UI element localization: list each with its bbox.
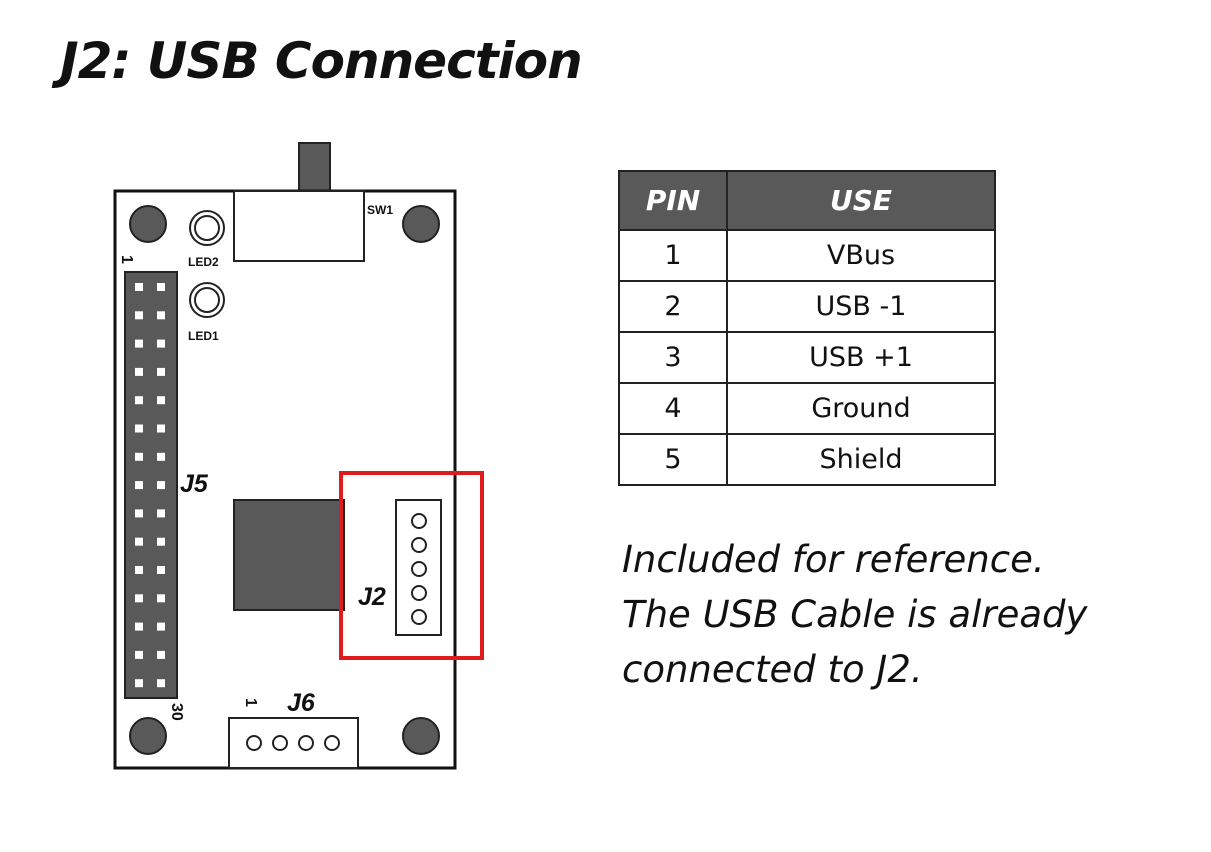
j2-pin: [411, 513, 427, 529]
note-line-3: connected to J2.: [622, 648, 923, 691]
j6-pins: [246, 735, 340, 751]
j5-pin: [157, 509, 165, 518]
j5-pin: [157, 424, 165, 433]
j5-pin: [157, 283, 165, 291]
j5-header: [124, 271, 178, 699]
j5-pin: [135, 452, 143, 461]
j2-pins: [411, 513, 427, 625]
table-row: 5 Shield: [618, 433, 996, 486]
note-line-1: Included for reference.: [622, 538, 1045, 581]
j5-pin: [135, 509, 143, 518]
pin-number: 1: [618, 229, 728, 282]
j5-pin: [135, 679, 143, 688]
j6-pin1-label: 1: [242, 698, 259, 707]
j5-pin: [135, 650, 143, 659]
table-row: 3 USB +1: [618, 331, 996, 384]
pin-table-header-row: PIN USE: [618, 170, 996, 231]
j5-pin: [157, 679, 165, 688]
led1: [189, 282, 225, 318]
j6-pin: [246, 735, 262, 751]
j5-pin: [157, 566, 165, 574]
cable: [298, 142, 331, 192]
pin-use: Ground: [726, 382, 996, 435]
page-title: J2: USB Connection: [60, 32, 583, 90]
led1-label: LED1: [188, 329, 219, 343]
j5-pin: [157, 339, 165, 348]
j5-pin: [157, 367, 165, 376]
j5-pin: [157, 594, 165, 603]
j5-pin: [135, 537, 143, 546]
j6-pin: [298, 735, 314, 751]
reference-note: Included for reference. The USB Cable is…: [622, 532, 1182, 697]
pin-number: 2: [618, 280, 728, 333]
j5-pin: [135, 396, 143, 405]
j6-pin: [324, 735, 340, 751]
j5-pin: [135, 367, 143, 376]
pin-use: USB +1: [726, 331, 996, 384]
j5-label: J5: [180, 470, 209, 498]
table-row: 1 VBus: [618, 229, 996, 282]
table-row: 4 Ground: [618, 382, 996, 435]
pin-use: VBus: [726, 229, 996, 282]
table-row: 2 USB -1: [618, 280, 996, 333]
pin-use: USB -1: [726, 280, 996, 333]
note-line-2: The USB Cable is already: [622, 593, 1088, 636]
j5-pin: [135, 594, 143, 603]
j5-pin: [135, 424, 143, 433]
j5-pins: [135, 283, 165, 688]
mounting-hole-top-left: [129, 205, 167, 243]
j5-pin30-label: 30: [168, 703, 185, 721]
j5-pin: [135, 283, 143, 291]
switch-sw1: [233, 190, 365, 262]
j5-pin: [157, 622, 165, 631]
j5-pin: [135, 481, 143, 490]
j2-pin: [411, 537, 427, 553]
j2-pin: [411, 585, 427, 601]
j2-pin: [411, 561, 427, 577]
pin-table: PIN USE 1 VBus 2 USB -1 3 USB +1 4 Groun…: [618, 170, 996, 486]
usb-chip: [233, 499, 345, 611]
mounting-hole-top-right: [402, 205, 440, 243]
j6-pin: [272, 735, 288, 751]
j5-pin: [135, 566, 143, 574]
j2-pin: [411, 609, 427, 625]
j5-pin: [157, 311, 165, 320]
pin-column-header: PIN: [618, 170, 728, 231]
j5-pin: [135, 311, 143, 320]
j5-pin: [157, 396, 165, 405]
mounting-hole-bottom-left: [129, 717, 167, 755]
use-column-header: USE: [726, 170, 996, 231]
j5-pin: [157, 537, 165, 546]
j5-pin: [157, 650, 165, 659]
j2-highlight-box: [339, 471, 484, 660]
j5-pin: [135, 339, 143, 348]
j2-label: J2: [358, 583, 386, 611]
mounting-hole-bottom-right: [402, 717, 440, 755]
j5-pin: [157, 481, 165, 490]
pin-number: 4: [618, 382, 728, 435]
led2-label: LED2: [188, 255, 219, 269]
led2: [189, 210, 225, 246]
j6-label: J6: [287, 689, 316, 717]
j5-pin1-label: 1: [118, 255, 135, 264]
pin-number: 3: [618, 331, 728, 384]
j5-pin: [135, 622, 143, 631]
pin-number: 5: [618, 433, 728, 486]
j5-pin: [157, 452, 165, 461]
pin-use: Shield: [726, 433, 996, 486]
sw1-label: SW1: [367, 203, 393, 217]
